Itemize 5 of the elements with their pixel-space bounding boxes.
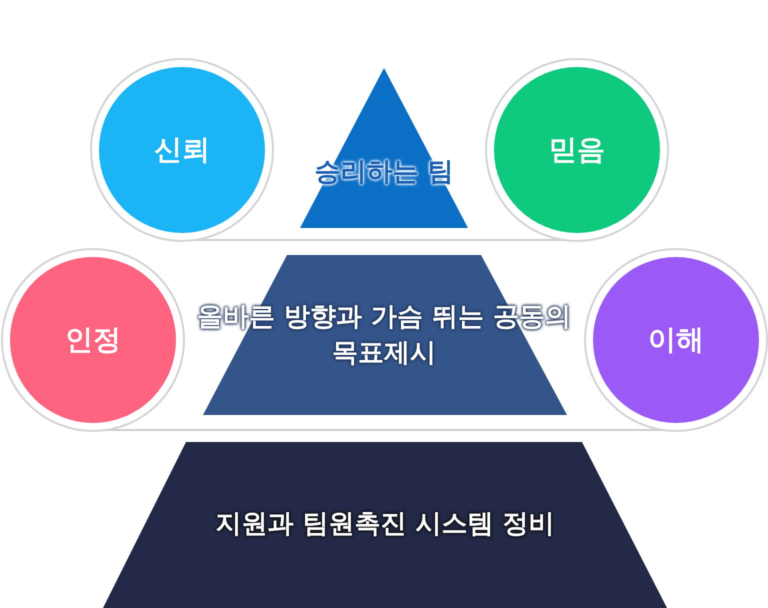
circle-label: 신뢰: [154, 132, 210, 168]
tier-label: 지원과 팀원촉진 시스템 정비: [214, 508, 556, 541]
circle-label: 이해: [648, 322, 704, 358]
circle-label: 믿음: [549, 132, 605, 168]
circle-label: 인정: [65, 322, 121, 358]
